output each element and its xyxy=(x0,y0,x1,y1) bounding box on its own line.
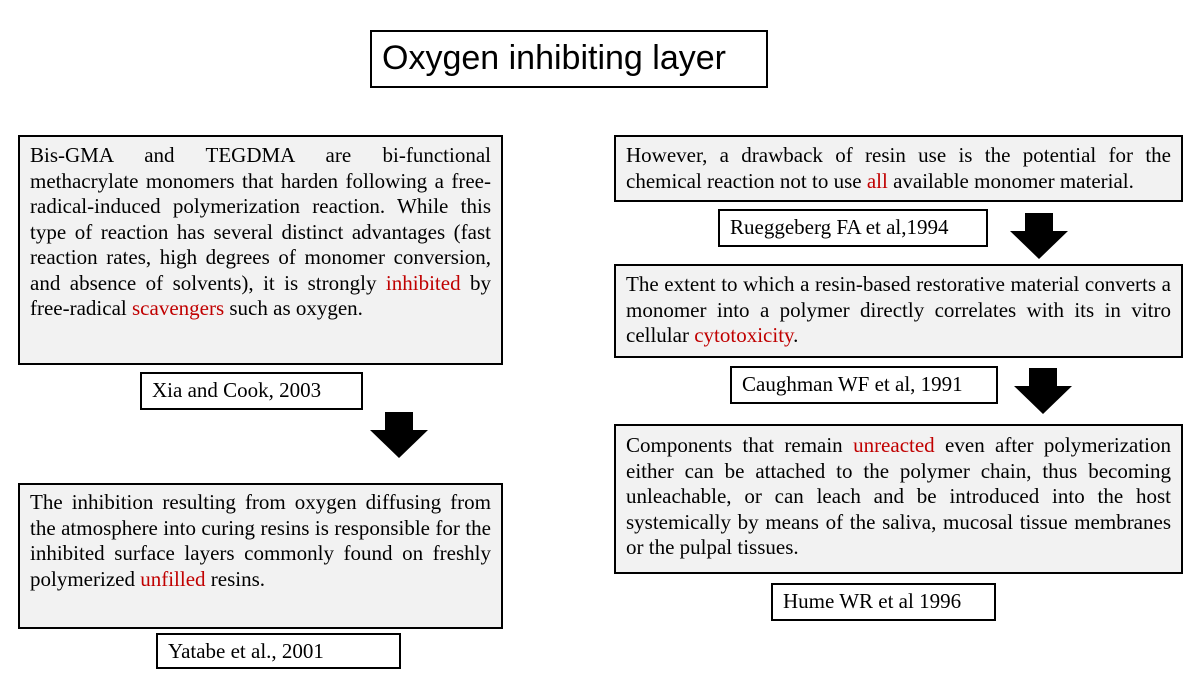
highlight-text: unreacted xyxy=(853,433,935,457)
box-text: resins. xyxy=(205,566,266,591)
box-text: even after polymerization either can be … xyxy=(626,433,1172,559)
box-text: such as oxygen. xyxy=(224,296,363,320)
down-arrow-icon xyxy=(1014,368,1072,414)
citation-caughman: Caughman WF et al, 1991 xyxy=(730,366,998,404)
box-text: Components that remain xyxy=(626,433,854,457)
down-arrow-icon xyxy=(370,412,428,458)
box-text: Bis-GMA and TEGDMA are bi-functional met… xyxy=(30,143,491,295)
down-arrow-icon xyxy=(1010,213,1068,259)
text-box-cytotoxicity: The extent to which a resin-based restor… xyxy=(614,264,1183,358)
box-text: available monomer material. xyxy=(887,168,1134,193)
box-text: However, a drawback of resin use is the … xyxy=(626,143,1171,193)
box-text: . xyxy=(793,323,799,347)
text-box-unreacted-components: Components that remain unreacted even af… xyxy=(614,424,1183,574)
highlight-text: all xyxy=(866,168,888,193)
citation-yatabe: Yatabe et al., 2001 xyxy=(156,633,401,669)
highlight-text: cytotoxicity xyxy=(694,323,794,347)
text-box-oxygen-diffusion: The inhibition resulting from oxygen dif… xyxy=(18,483,503,629)
highlight-text: unfilled xyxy=(140,566,206,591)
text-box-bisgma-inhibition: Bis-GMA and TEGDMA are bi-functional met… xyxy=(18,135,503,365)
box-text: by free-radical xyxy=(30,270,492,321)
citation-hume: Hume WR et al 1996 xyxy=(771,583,996,621)
highlight-text: scavengers xyxy=(132,296,225,320)
box-text: The extent to which a resin-based restor… xyxy=(626,272,1171,347)
box-text: The inhibition resulting from oxygen dif… xyxy=(30,490,491,591)
text-box-resin-drawback: However, a drawback of resin use is the … xyxy=(614,135,1183,202)
highlight-text: inhibited xyxy=(385,270,461,295)
citation-rueggeberg: Rueggeberg FA et al,1994 xyxy=(718,209,988,247)
citation-xia-cook: Xia and Cook, 2003 xyxy=(140,372,363,410)
slide-title: Oxygen inhibiting layer xyxy=(370,30,768,88)
